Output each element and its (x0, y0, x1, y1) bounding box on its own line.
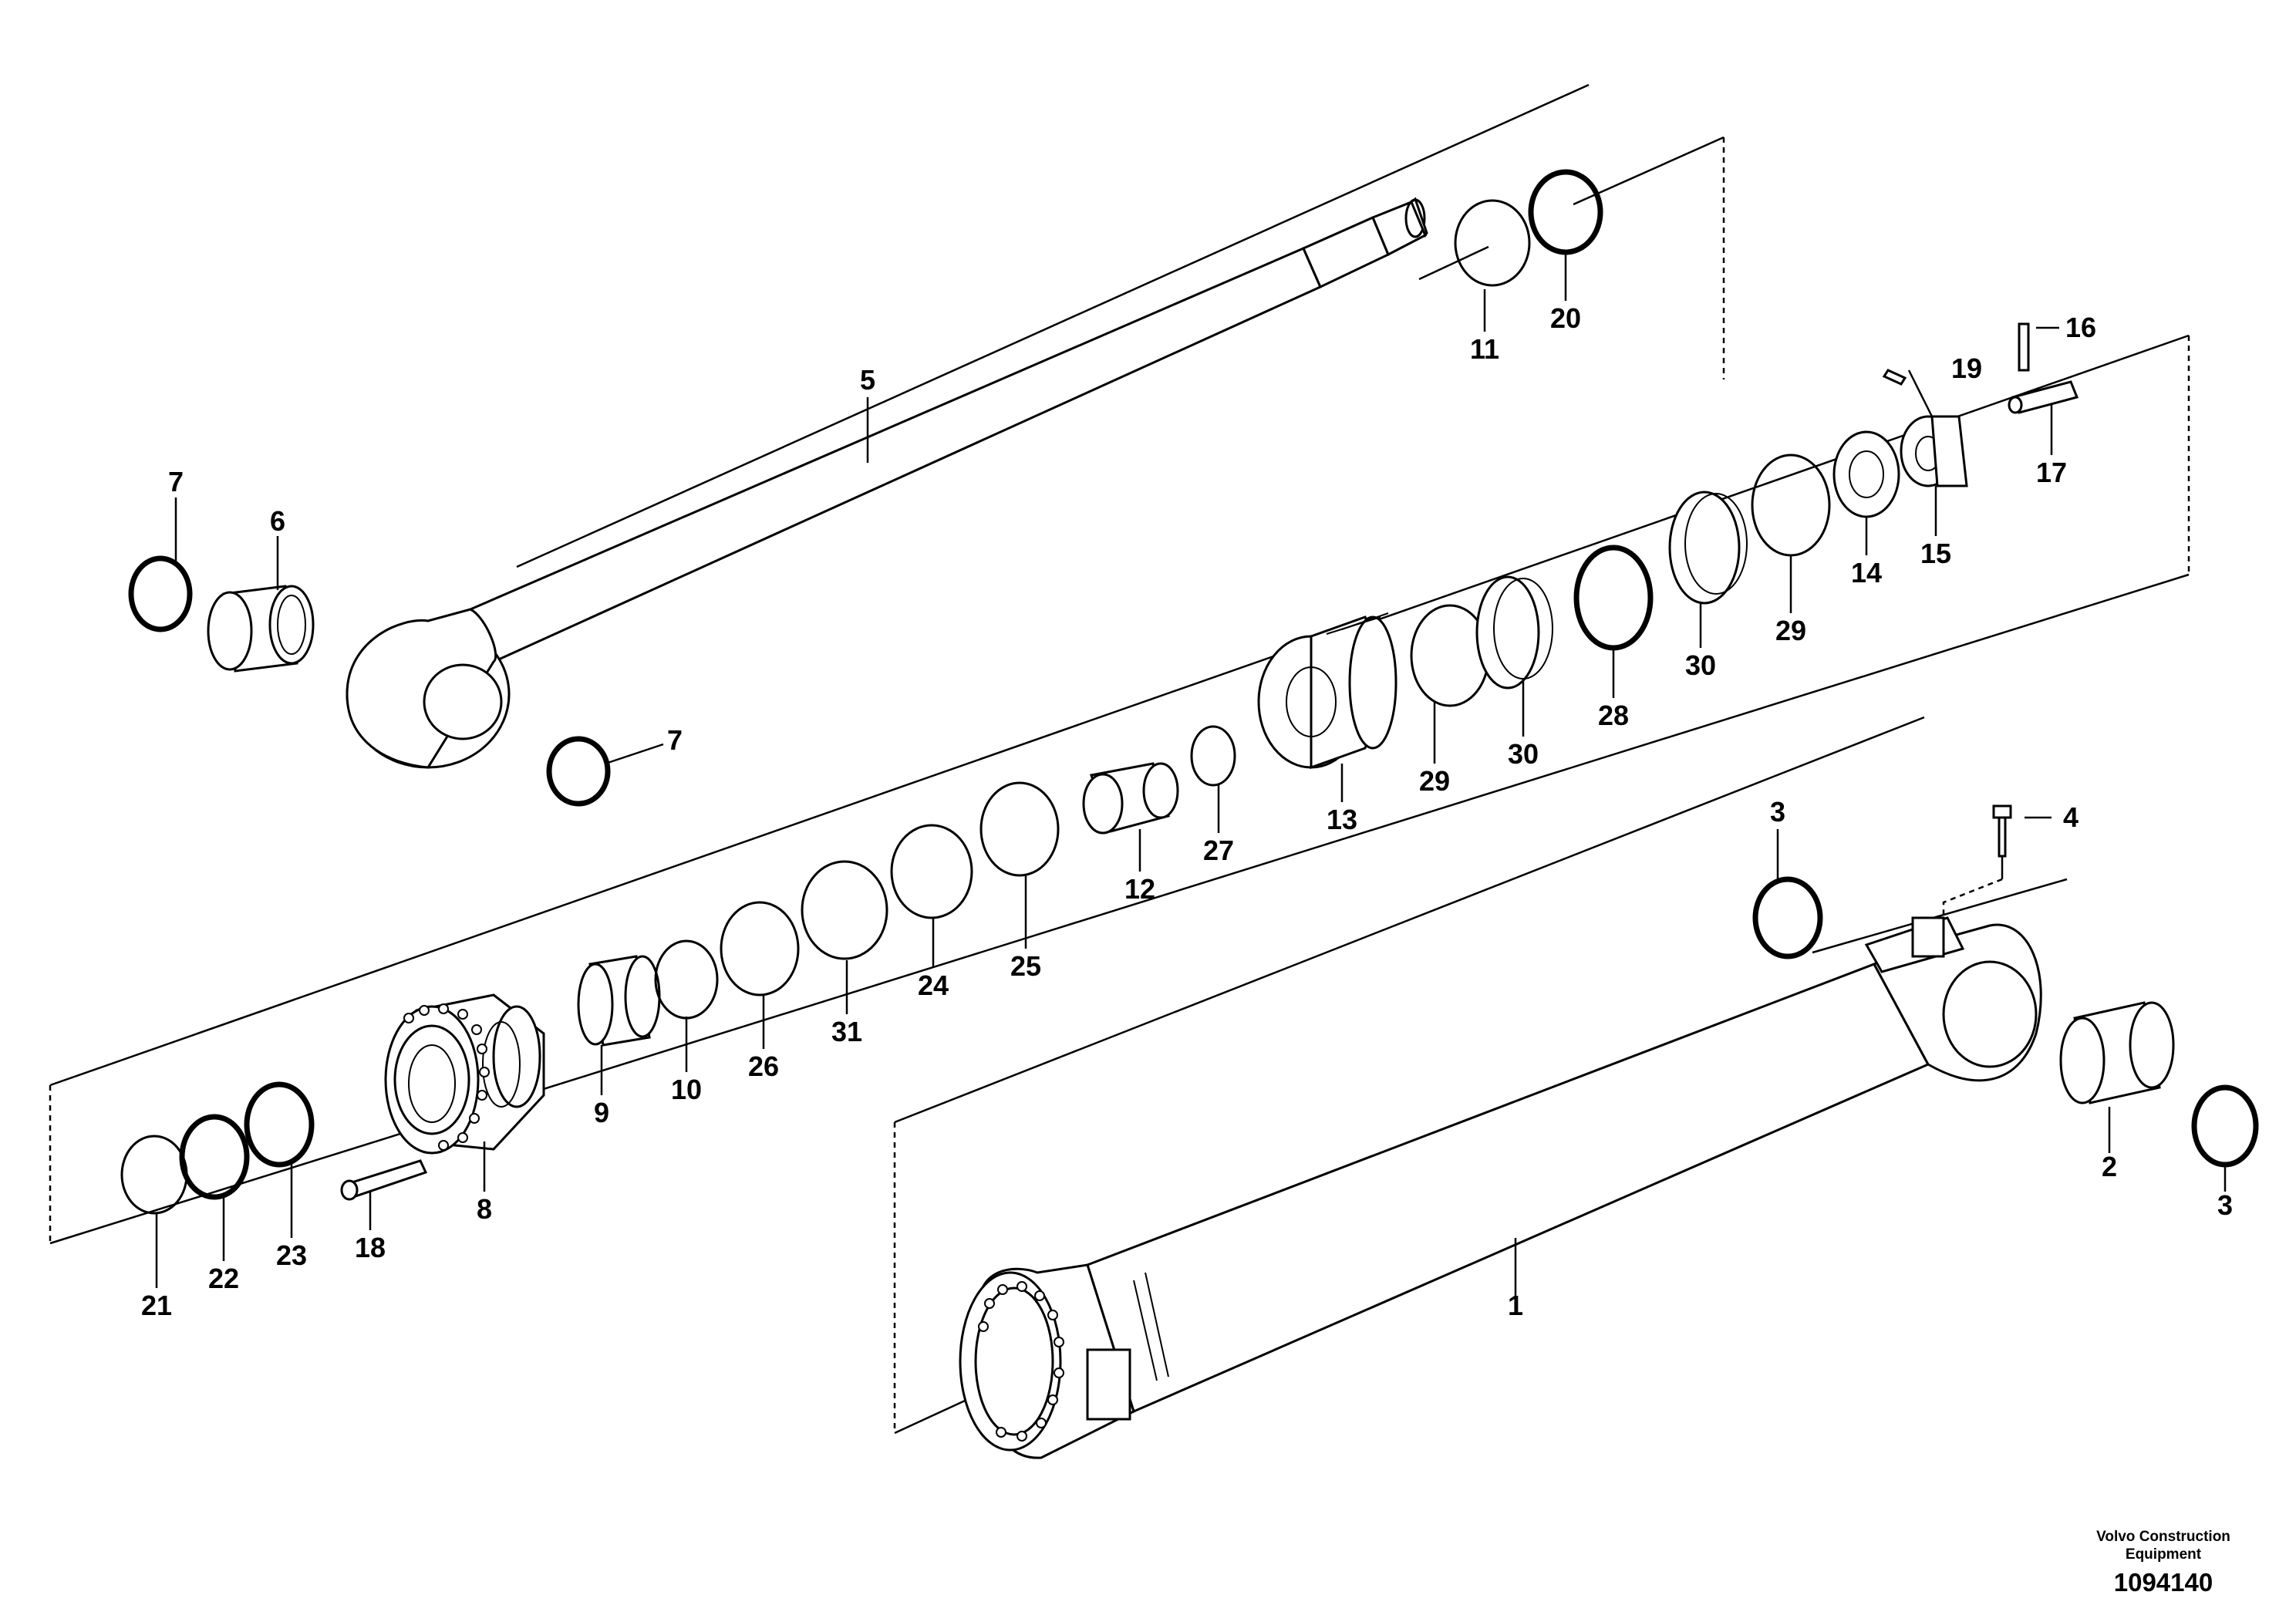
seal-ring-26 (720, 901, 800, 996)
footer-block: Volvo Construction Equipment 1094140 (2096, 1529, 2230, 1597)
wiper-ring-21 (120, 1135, 188, 1215)
wear-ring-29b (1751, 454, 1831, 557)
callout-17: 17 (2036, 457, 2067, 488)
mounting-bolt (1992, 804, 2012, 858)
callout-3-upper: 3 (1770, 796, 1785, 828)
rod-eye (346, 608, 511, 769)
piston (1257, 612, 1397, 770)
assembly-outline-piston (49, 336, 2190, 1243)
cylinder-eye (1864, 916, 2042, 1082)
backup-ring-31 (801, 860, 888, 960)
callout-16: 16 (2065, 312, 2096, 343)
rod-eye-bushing (207, 585, 315, 673)
callout-29-upper: 29 (1775, 615, 1806, 646)
callout-25: 25 (1010, 950, 1041, 982)
callout-23: 23 (276, 1239, 307, 1271)
head-bolt (340, 1159, 428, 1201)
head-bolt-holes (403, 1003, 490, 1151)
callout-7-upper: 7 (168, 466, 184, 497)
seal-ring-23 (244, 1081, 315, 1168)
callout-12: 12 (1124, 873, 1155, 905)
slide-ring-30a (1475, 575, 1553, 690)
piston-rod (469, 197, 1428, 663)
callout-13: 13 (1327, 804, 1357, 835)
callout-8: 8 (477, 1193, 492, 1225)
snap-ring (1454, 199, 1531, 287)
callout-24: 24 (918, 969, 949, 1001)
callout-15: 15 (1920, 538, 1951, 569)
seal-ring-24 (890, 824, 973, 919)
flange-bolt-holes (978, 1281, 1064, 1442)
drawing-number: 1094140 (2114, 1568, 2213, 1597)
pin-17 (2008, 380, 2079, 414)
callout-6: 6 (270, 505, 285, 537)
callout-labels: 1 2 3 3 4 5 6 7 7 8 9 10 11 12 13 14 15 … (141, 302, 2233, 1321)
callout-28: 28 (1598, 700, 1629, 731)
snap-ring-10 (654, 939, 719, 1020)
callout-11: 11 (1470, 333, 1499, 365)
callout-20: 20 (1550, 302, 1581, 334)
head-bushing (577, 955, 661, 1047)
rod-eye-seal-ring-upper (128, 555, 193, 632)
callout-7-lower: 7 (667, 724, 683, 756)
callout-31: 31 (831, 1016, 862, 1047)
cylinder-head (384, 993, 545, 1155)
callout-29-lower: 29 (1419, 765, 1450, 797)
callout-26: 26 (748, 1050, 779, 1082)
cushion-collar (1082, 762, 1179, 835)
callout-14: 14 (1851, 557, 1882, 588)
o-ring-27 (1190, 725, 1236, 787)
cylinder-eye-seal-ring-right (2191, 1084, 2259, 1168)
callout-3-right: 3 (2217, 1189, 2233, 1221)
leader-lines (155, 251, 2227, 1296)
callout-18: 18 (355, 1232, 386, 1263)
callout-21: 21 (141, 1290, 172, 1321)
callout-1: 1 (1508, 1290, 1523, 1321)
rod-eye-seal-ring-lower (546, 736, 611, 807)
callout-2: 2 (2102, 1151, 2117, 1182)
seal-ring-28 (1573, 545, 1654, 651)
axis-lines (49, 83, 2190, 1435)
cylinder-eye-bushing (2059, 1001, 2175, 1104)
cylinder-eye-seal-ring-upper (1752, 876, 1823, 959)
seal-ring-22 (179, 1114, 250, 1200)
callout-4: 4 (2063, 801, 2079, 833)
pin-16 (2018, 322, 2030, 372)
callout-22: 22 (208, 1263, 239, 1294)
callout-30-lower: 30 (1508, 738, 1539, 770)
callout-10: 10 (671, 1074, 702, 1105)
callout-19: 19 (1951, 352, 1982, 384)
seal-ring-20 (1528, 169, 1603, 255)
set-screw (1882, 369, 1907, 386)
cylinder-base-flange (959, 1263, 1135, 1459)
cylinder-tube (1086, 963, 1930, 1414)
footer-brand-line2: Equipment (2126, 1546, 2202, 1563)
piston-nut (1900, 415, 1968, 487)
slide-ring-30b (1668, 491, 1748, 605)
callout-27: 27 (1203, 835, 1234, 866)
footer-brand-line1: Volvo Construction (2096, 1529, 2230, 1545)
seal-ring-25 (979, 781, 1060, 877)
callout-30-upper: 30 (1685, 649, 1716, 681)
callout-5: 5 (860, 364, 875, 396)
callout-9: 9 (594, 1097, 609, 1128)
washer-14 (1832, 430, 1900, 518)
